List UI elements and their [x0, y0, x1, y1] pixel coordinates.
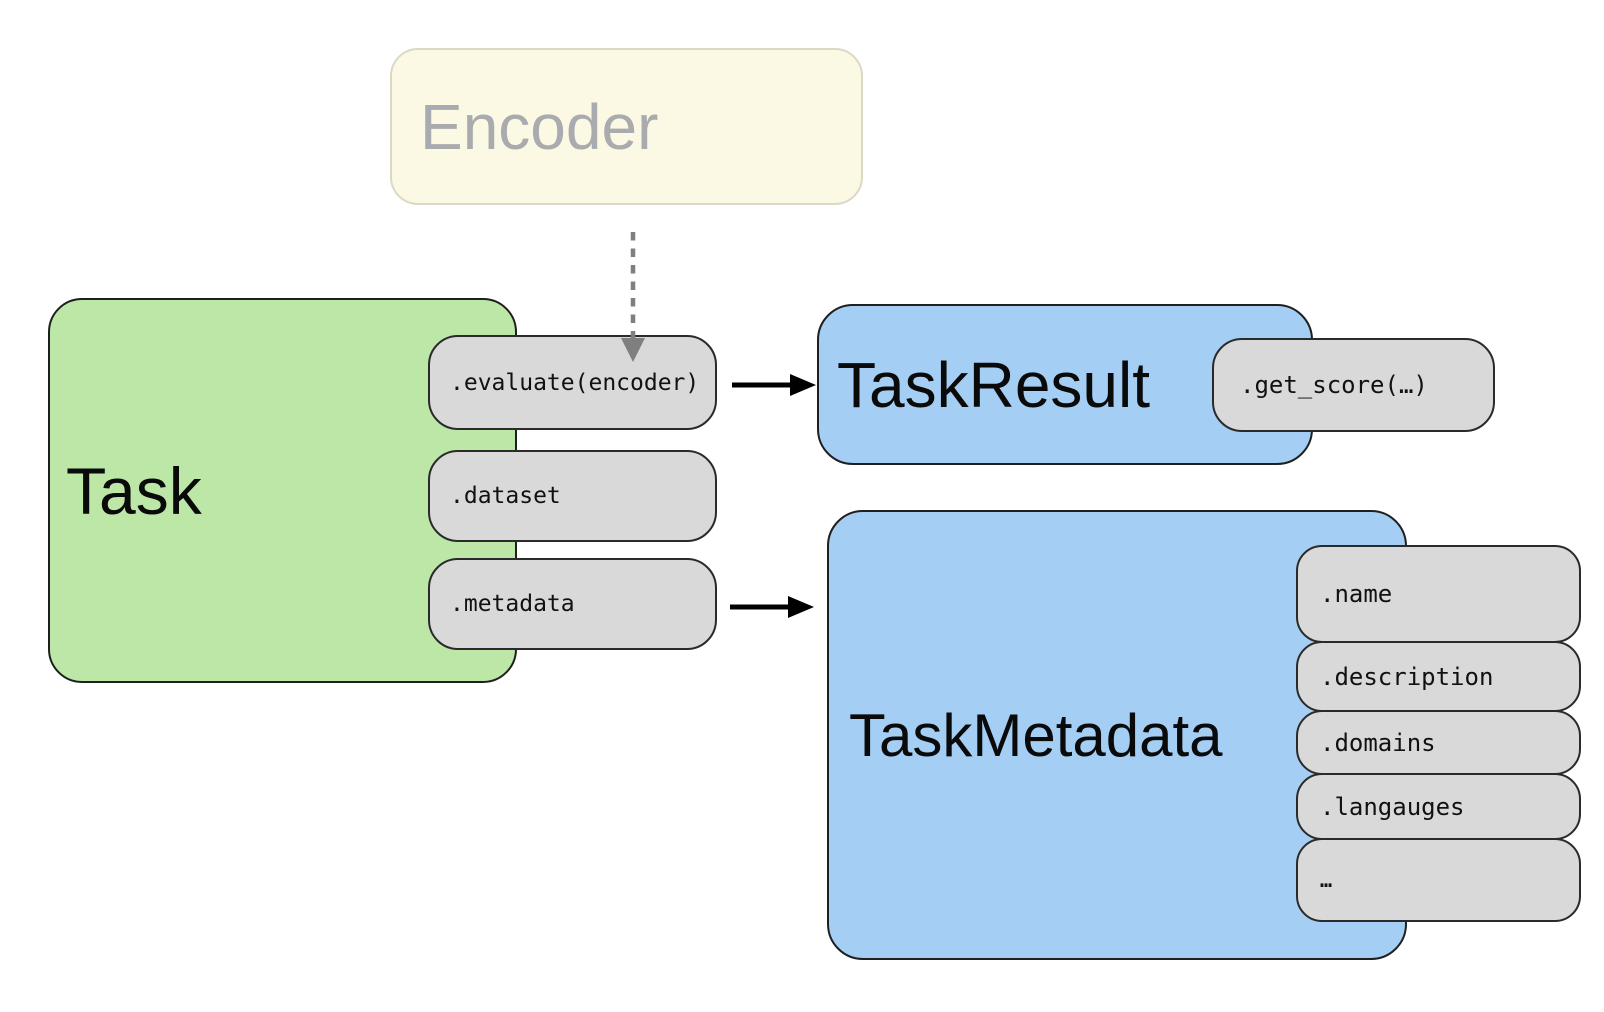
encoder-box: Encoder: [390, 48, 863, 205]
method-pill-get-score-label: .get_score(…): [1240, 371, 1428, 399]
field-pill-ellipsis: …: [1296, 838, 1581, 922]
field-pill-domains: .domains: [1296, 710, 1581, 775]
arrow-evaluate-to-taskresult-icon: [732, 374, 816, 396]
attribute-pill-metadata: .metadata: [428, 558, 717, 650]
field-pill-langauges: .langauges: [1296, 773, 1581, 840]
attribute-pill-dataset: .dataset: [428, 450, 717, 542]
method-pill-get-score: .get_score(…): [1212, 338, 1495, 432]
attribute-pill-dataset-label: .dataset: [450, 483, 561, 509]
task-label: Task: [66, 453, 202, 528]
field-pill-name-label: .name: [1320, 580, 1393, 608]
dashed-arrow-encoder-to-evaluate-icon: [621, 232, 645, 362]
method-pill-evaluate: .evaluate(encoder): [428, 335, 717, 430]
field-pill-ellipsis-label: …: [1320, 868, 1333, 892]
taskmetadata-label: TaskMetadata: [849, 701, 1223, 769]
encoder-label: Encoder: [420, 90, 659, 163]
field-pill-domains-label: .domains: [1320, 728, 1436, 757]
arrow-metadata-to-taskmetadata-icon: [730, 596, 814, 618]
field-pill-description: .description: [1296, 641, 1581, 712]
taskresult-label: TaskResult: [837, 348, 1150, 421]
method-pill-evaluate-label: .evaluate(encoder): [450, 369, 700, 396]
field-pill-name: .name: [1296, 545, 1581, 643]
attribute-pill-metadata-label: .metadata: [450, 591, 575, 617]
field-pill-description-label: .description: [1320, 662, 1494, 691]
field-pill-langauges-label: .langauges: [1320, 792, 1465, 821]
